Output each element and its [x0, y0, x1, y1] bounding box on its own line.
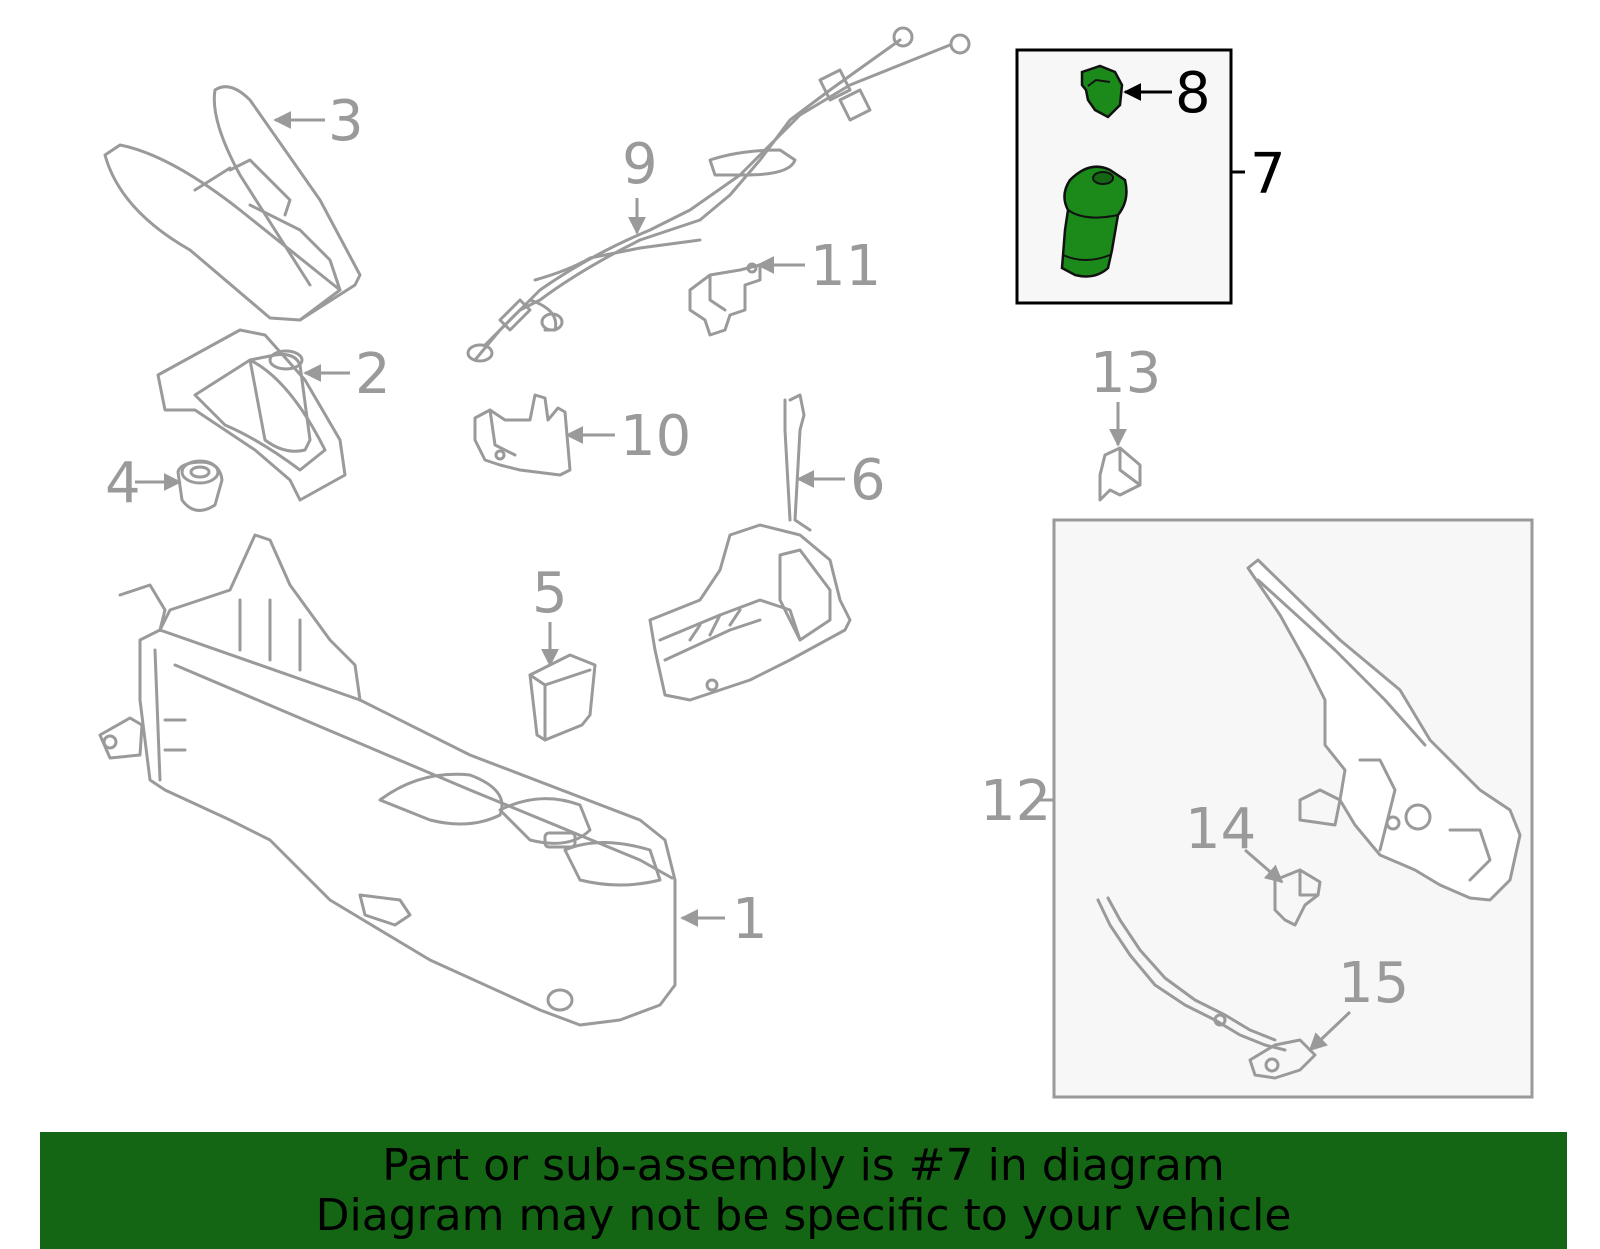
callout-10: 10 — [620, 404, 691, 469]
leader-15 — [1308, 1010, 1352, 1052]
part-8-knob-insert[interactable] — [1080, 64, 1124, 119]
callout-8: 8 — [1175, 61, 1211, 126]
info-banner: Part or sub-assembly is #7 in diagram Di… — [40, 1132, 1567, 1249]
part-9-shift-cables[interactable] — [466, 26, 971, 363]
part-13-clip[interactable] — [1098, 446, 1142, 502]
part-10-bracket[interactable] — [473, 393, 572, 477]
part-5-insert[interactable] — [528, 653, 597, 742]
banner-line-2: Diagram may not be specific to your vehi… — [315, 1190, 1292, 1241]
callout-9: 9 — [622, 132, 658, 197]
part-4-bushing[interactable] — [176, 459, 224, 512]
callout-13: 13 — [1090, 341, 1161, 406]
part-1-console-body[interactable] — [98, 533, 677, 1027]
callout-3: 3 — [328, 89, 364, 154]
leaders — [135, 83, 1352, 1052]
part-3-console-lid[interactable] — [103, 85, 362, 322]
callout-11: 11 — [810, 234, 881, 299]
callout-7: 7 — [1250, 142, 1286, 207]
callout-15: 15 — [1338, 951, 1409, 1016]
callout-1: 1 — [732, 887, 768, 952]
part-11-bracket[interactable] — [688, 262, 762, 337]
part-2-shift-bezel[interactable] — [156, 328, 347, 502]
callout-4: 4 — [105, 451, 141, 516]
callout-6: 6 — [850, 448, 886, 513]
part-12-parking-brake-lever[interactable] — [1246, 558, 1522, 902]
callout-12: 12 — [980, 769, 1051, 834]
banner-line-1: Part or sub-assembly is #7 in diagram — [382, 1140, 1225, 1191]
callouts: 3 2 4 1 9 11 10 5 6 13 8 7 12 14 15 — [105, 61, 1409, 1016]
callout-5: 5 — [532, 561, 568, 626]
callout-14: 14 — [1185, 797, 1256, 862]
leader-14 — [1244, 848, 1284, 884]
callout-2: 2 — [355, 342, 391, 407]
part-6-shifter[interactable] — [648, 393, 852, 702]
part-7-shift-knob[interactable] — [1060, 165, 1128, 278]
part-15-brake-cable[interactable] — [1096, 896, 1317, 1080]
part-14-bracket[interactable] — [1273, 868, 1322, 927]
